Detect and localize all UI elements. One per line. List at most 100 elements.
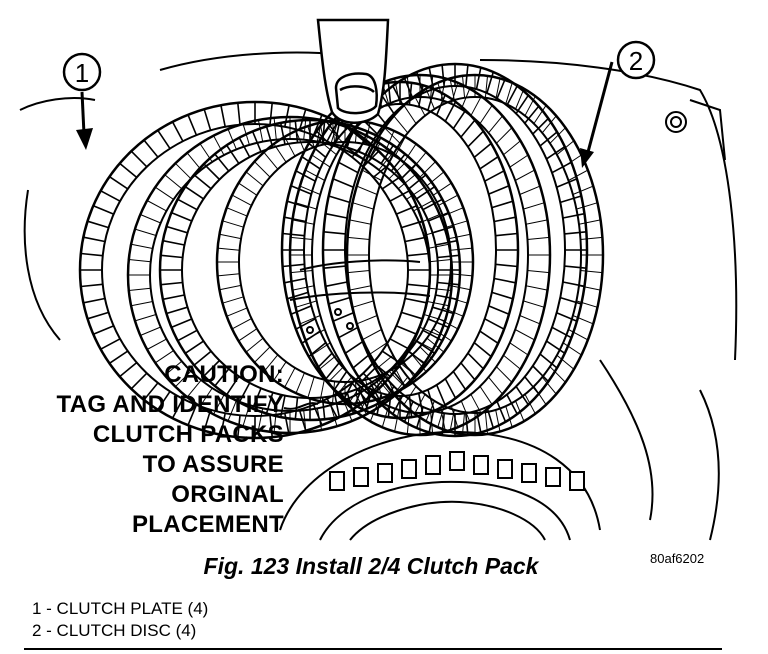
ring-tooth xyxy=(155,186,174,200)
ring-tooth xyxy=(324,362,340,381)
ring-tooth xyxy=(394,409,400,432)
ring-tooth xyxy=(523,300,545,308)
ring-tooth xyxy=(411,151,427,170)
ring-tooth xyxy=(427,301,449,307)
ring-tooth xyxy=(203,359,221,377)
ring-tooth xyxy=(193,350,212,366)
ring-tooth xyxy=(426,337,445,353)
ring-tooth xyxy=(432,328,452,342)
ring-tooth xyxy=(438,194,459,206)
ring-tooth xyxy=(519,185,541,195)
ring-tooth xyxy=(140,326,161,336)
ring-tooth xyxy=(273,361,287,381)
figure-title: Fig. 123 Install 2/4 Clutch Pack xyxy=(203,553,539,579)
ring-tooth xyxy=(349,219,372,225)
hub-tooth xyxy=(425,455,441,475)
ring-tooth xyxy=(394,367,406,388)
ring-tooth xyxy=(328,195,350,204)
ring-tooth xyxy=(432,225,454,234)
ring-tooth xyxy=(397,174,416,190)
ring-tooth xyxy=(119,162,138,179)
ring-tooth xyxy=(432,182,452,196)
ring-tooth xyxy=(295,372,305,394)
ring-tooth xyxy=(109,176,129,190)
ring-tooth xyxy=(408,174,427,190)
ring-tooth xyxy=(488,115,503,134)
ring-tooth xyxy=(505,82,513,104)
caution-line: CAUTION: xyxy=(164,361,284,388)
ring-tooth xyxy=(389,190,410,202)
ring-tooth xyxy=(425,88,435,110)
ring-tooth xyxy=(254,346,271,363)
ring-tooth xyxy=(385,130,395,152)
ring-tooth xyxy=(286,291,309,300)
ring-tooth xyxy=(437,82,445,104)
ring-tooth xyxy=(238,182,258,196)
ring-tooth xyxy=(519,315,541,325)
ring-tooth xyxy=(184,340,205,354)
ring-tooth xyxy=(245,171,264,187)
ring-tooth xyxy=(337,376,352,395)
caution-line: CLUTCH PACKS xyxy=(92,421,284,448)
ring-tooth xyxy=(435,384,446,406)
ring-tooth xyxy=(551,326,572,339)
ring-tooth xyxy=(175,370,192,388)
ring-tooth xyxy=(413,200,434,212)
ring-tooth xyxy=(580,236,603,240)
ring-tooth xyxy=(495,409,501,432)
ring-tooth xyxy=(263,354,279,373)
ring-tooth xyxy=(356,185,378,195)
ring-tooth xyxy=(155,350,174,364)
ring-tooth xyxy=(92,325,114,336)
ring-tooth xyxy=(319,140,337,156)
ring-tooth xyxy=(523,202,545,210)
ring-tooth xyxy=(237,102,241,125)
ring-tooth xyxy=(460,119,476,138)
ring-tooth xyxy=(479,156,499,170)
ring-tooth xyxy=(286,200,309,209)
ring-tooth xyxy=(303,117,307,140)
ring-tooth xyxy=(166,225,188,234)
ring-tooth xyxy=(308,142,327,159)
ring-tooth xyxy=(171,398,184,419)
ring-tooth xyxy=(177,198,198,211)
ring-tooth xyxy=(80,252,103,257)
ring-tooth xyxy=(505,406,513,428)
ring-tooth xyxy=(496,127,513,144)
ring-tooth xyxy=(330,404,338,427)
ring-tooth xyxy=(214,368,230,387)
caution-leader xyxy=(283,402,319,410)
ring-tooth xyxy=(251,387,262,409)
ring-tooth xyxy=(549,127,566,144)
ring-tooth xyxy=(227,400,237,422)
ring-tooth xyxy=(446,220,468,228)
ring-tooth xyxy=(539,353,558,369)
ring-tooth xyxy=(217,273,240,277)
ring-tooth xyxy=(514,329,535,341)
ring-tooth xyxy=(404,236,427,243)
ring-tooth xyxy=(467,130,484,148)
ring-tooth xyxy=(164,174,183,190)
ring-tooth xyxy=(449,409,455,432)
ring-tooth xyxy=(414,96,426,116)
ring-tooth xyxy=(389,338,410,350)
ring-tooth xyxy=(307,376,315,399)
ring-tooth xyxy=(311,154,331,168)
ring-tooth xyxy=(134,228,157,236)
ring-tooth xyxy=(562,342,582,356)
ring-tooth xyxy=(452,370,467,391)
ring-tooth xyxy=(419,161,436,178)
ring-tooth xyxy=(479,105,493,124)
ring-tooth xyxy=(238,382,251,403)
ring-tooth xyxy=(87,311,109,320)
hub-tooth xyxy=(329,471,345,491)
ring-tooth xyxy=(332,312,354,322)
ring-tooth xyxy=(403,105,417,124)
callout-1: 1 xyxy=(62,52,102,150)
ring-tooth xyxy=(199,387,213,407)
ring-tooth xyxy=(407,252,430,257)
ring-tooth xyxy=(392,85,404,106)
hub-tooth xyxy=(569,471,585,491)
ring-tooth xyxy=(494,277,516,284)
ring-tooth xyxy=(134,314,157,322)
